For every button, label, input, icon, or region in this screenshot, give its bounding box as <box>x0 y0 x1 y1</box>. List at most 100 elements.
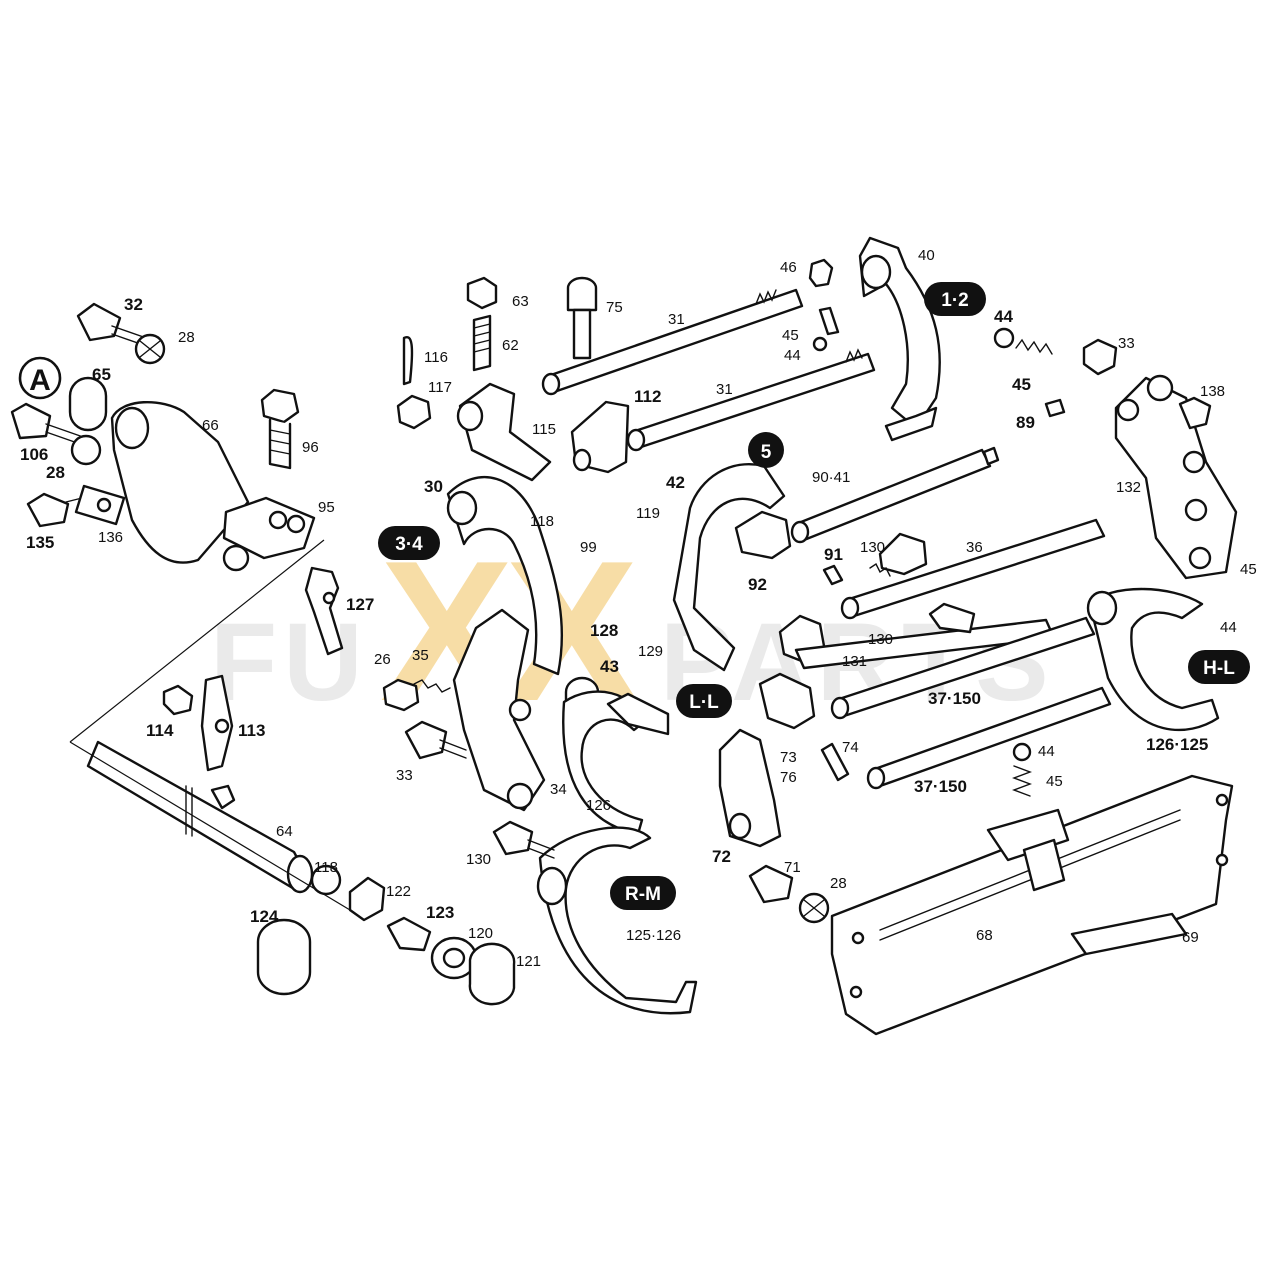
label-116: 116 <box>424 349 448 366</box>
label-63: 63 <box>512 293 529 310</box>
svg-text:A: A <box>29 364 51 397</box>
label-46: 46 <box>780 259 797 276</box>
group-badges: A 1·2 5 3·4 L·L H-L R-M <box>18 282 1250 910</box>
watermark-text-left: FU <box>210 601 369 724</box>
label-36: 36 <box>966 539 983 556</box>
label-136: 136 <box>98 529 123 546</box>
label-90-41: 90·41 <box>812 469 850 486</box>
interlock-plate <box>993 327 1238 580</box>
label-91: 91 <box>824 545 843 564</box>
label-129: 129 <box>638 643 663 660</box>
label-96: 96 <box>302 439 319 456</box>
fork-l-l <box>562 690 670 836</box>
label-45-c: 45 <box>1240 561 1257 578</box>
badge-r-m: R-M <box>610 876 676 910</box>
label-131: 131 <box>842 653 867 670</box>
label-130-c: 130 <box>466 851 491 868</box>
label-125-126: 125·126 <box>626 927 681 944</box>
fork-r-m <box>492 820 698 1015</box>
label-76: 76 <box>780 769 797 786</box>
label-45-a: 45 <box>782 327 799 344</box>
label-66: 66 <box>202 417 219 434</box>
label-33-b: 33 <box>396 767 413 784</box>
label-118-b: 118 <box>530 513 554 530</box>
part-labels: 32 28 65 66 106 28 135 136 96 95 127 114… <box>20 247 1257 970</box>
fork-h-l <box>1086 587 1220 732</box>
label-31-a: 31 <box>668 311 685 328</box>
badge-3-4: 3·4 <box>378 526 440 560</box>
label-117: 117 <box>428 379 452 396</box>
detent-plate <box>748 742 1234 1036</box>
label-65: 65 <box>92 365 111 384</box>
upper-rails <box>396 258 876 482</box>
label-122: 122 <box>386 883 411 900</box>
label-128: 128 <box>590 621 618 640</box>
label-118-a: 118 <box>314 859 338 876</box>
middle-rails <box>778 518 1112 790</box>
label-37-150-a: 37·150 <box>928 689 981 708</box>
label-119: 119 <box>636 505 660 522</box>
label-44-d: 44 <box>1038 743 1055 760</box>
label-126: 126 <box>586 797 611 814</box>
label-75: 75 <box>606 299 623 316</box>
label-130-b: 130 <box>868 631 893 648</box>
label-33-a: 33 <box>1118 335 1135 352</box>
label-44-c: 44 <box>1220 619 1237 636</box>
label-73: 73 <box>780 749 797 766</box>
label-35: 35 <box>412 647 429 664</box>
label-68: 68 <box>976 927 993 944</box>
label-71: 71 <box>784 859 801 876</box>
shift-finger-72 <box>718 672 850 848</box>
label-72: 72 <box>712 847 731 866</box>
svg-text:1·2: 1·2 <box>941 290 968 311</box>
label-130-a: 130 <box>860 539 885 556</box>
label-74: 74 <box>842 739 859 756</box>
svg-text:R-M: R-M <box>625 884 661 905</box>
svg-text:L·L: L·L <box>689 692 719 713</box>
fork-3-4 <box>382 476 600 812</box>
label-31-b: 31 <box>716 381 733 398</box>
fork-1-2 <box>858 236 941 442</box>
label-115: 115 <box>532 421 556 438</box>
label-138: 138 <box>1200 383 1225 400</box>
label-69: 69 <box>1182 929 1199 946</box>
label-44-b: 44 <box>994 307 1013 326</box>
label-113: 113 <box>238 721 265 740</box>
label-89: 89 <box>1016 413 1035 432</box>
label-99: 99 <box>580 539 597 556</box>
label-95: 95 <box>318 499 335 516</box>
label-34: 34 <box>550 781 567 798</box>
label-124: 124 <box>250 907 279 926</box>
label-45-d: 45 <box>1046 773 1063 790</box>
badge-a: A <box>18 356 62 400</box>
svg-text:3·4: 3·4 <box>395 534 423 555</box>
label-26: 26 <box>374 651 391 668</box>
label-28-c: 28 <box>830 875 847 892</box>
label-30: 30 <box>424 477 443 496</box>
badge-l-l: L·L <box>676 684 732 718</box>
selector-assembly-a <box>10 302 516 1006</box>
label-106: 106 <box>20 445 48 464</box>
label-44-a: 44 <box>784 347 801 364</box>
label-62: 62 <box>502 337 519 354</box>
label-127: 127 <box>346 595 374 614</box>
svg-text:5: 5 <box>761 442 772 463</box>
label-32: 32 <box>124 295 143 314</box>
label-28: 28 <box>178 329 195 346</box>
label-126-125: 126·125 <box>1146 735 1208 754</box>
badge-1-2: 1·2 <box>924 282 986 316</box>
label-132: 132 <box>1116 479 1141 496</box>
label-92: 92 <box>748 575 767 594</box>
fork-5 <box>672 446 1000 672</box>
label-37-150-b: 37·150 <box>914 777 967 796</box>
label-43: 43 <box>600 657 619 676</box>
label-135: 135 <box>26 533 54 552</box>
label-64: 64 <box>276 823 293 840</box>
label-120: 120 <box>468 925 493 942</box>
label-45-b: 45 <box>1012 375 1031 394</box>
badge-h-l: H-L <box>1188 650 1250 684</box>
label-121: 121 <box>516 953 541 970</box>
badge-5: 5 <box>748 432 784 468</box>
label-28-b: 28 <box>46 463 65 482</box>
